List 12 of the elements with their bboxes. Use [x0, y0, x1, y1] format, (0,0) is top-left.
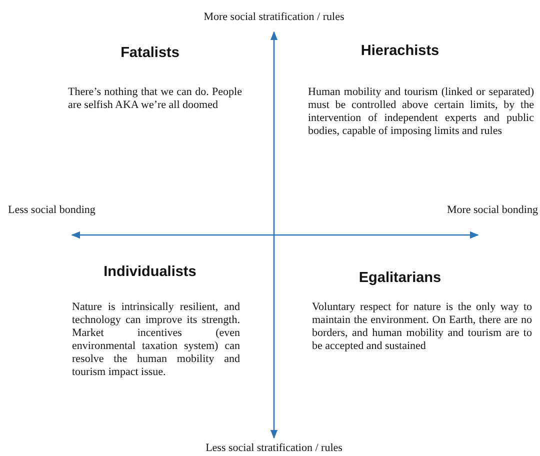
- axis-label: Less social bonding: [8, 204, 96, 217]
- quadrant-heading: Hierachists: [360, 45, 440, 58]
- quadrant-description: Human mobility and tourism (linked or separated) must be controlled above certain limits, by the intervention of independent experts and public bodies, capable of imposing limits and rules: [308, 86, 534, 138]
- quadrant-description: Voluntary respect for nature is the only way to maintain the environment. On Earth, there are no borders, and human mobility and tourism are to be accepted and sustained: [312, 301, 532, 353]
- quadrant-heading: Fatalists: [120, 47, 180, 60]
- axis-label: More social stratification / rules: [202, 11, 346, 24]
- quadrant-heading: Individualists: [102, 266, 198, 279]
- quadrant-description: There’s nothing that we can do. People are selfish AKA we’re all doomed: [68, 86, 242, 112]
- axis-label: More social bonding: [446, 204, 538, 217]
- axis-label: Less social stratification / rules: [204, 442, 344, 455]
- quadrant-description: Nature is intrinsically resilient, and technology can improve its strength. Market incentives (even environmental taxation system) can resolve the human mobility and tourism impact issue.: [72, 301, 240, 379]
- quadrant-heading: Egalitarians: [358, 272, 442, 285]
